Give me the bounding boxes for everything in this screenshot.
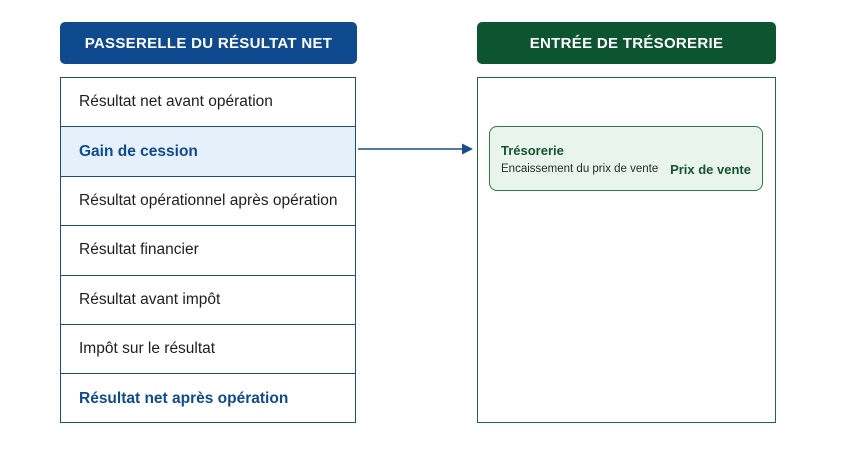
row-income-tax: Impôt sur le résultat: [61, 325, 355, 375]
right-panel-header: ENTRÉE DE TRÉSORERIE: [477, 22, 776, 64]
row-pretax-income: Résultat avant impôt: [61, 276, 355, 325]
row-label: Résultat avant impôt: [79, 290, 221, 308]
cash-card-title: Trésorerie: [501, 143, 564, 158]
row-net-income-before: Résultat net avant opération: [61, 78, 355, 128]
cash-card: Trésorerie Encaissement du prix de vente…: [489, 126, 763, 191]
row-label: Gain de cession: [79, 142, 198, 160]
row-label: Résultat net après opération: [79, 390, 289, 408]
row-gain-on-disposal: Gain de cession: [61, 127, 355, 177]
cash-card-amount: Prix de vente: [670, 162, 751, 177]
row-label: Résultat net avant opération: [79, 93, 273, 111]
row-label: Résultat opérationnel après opération: [79, 191, 338, 209]
row-financial-result: Résultat financier: [61, 226, 355, 276]
left-panel-header: PASSERELLE DU RÉSULTAT NET: [60, 22, 357, 64]
row-label: Résultat financier: [79, 241, 199, 259]
row-operating-income-after: Résultat opérationnel après opération: [61, 177, 355, 227]
cash-card-description: Encaissement du prix de vente: [501, 163, 659, 175]
left-panel-title: PASSERELLE DU RÉSULTAT NET: [84, 34, 333, 52]
row-label: Impôt sur le résultat: [79, 340, 216, 358]
arrow-head-icon: [462, 143, 473, 155]
net-income-bridge-table: Résultat net avant opération Gain de ces…: [60, 77, 356, 423]
right-panel-title: ENTRÉE DE TRÉSORERIE: [529, 34, 724, 52]
row-net-income-after: Résultat net après opération: [61, 374, 355, 423]
